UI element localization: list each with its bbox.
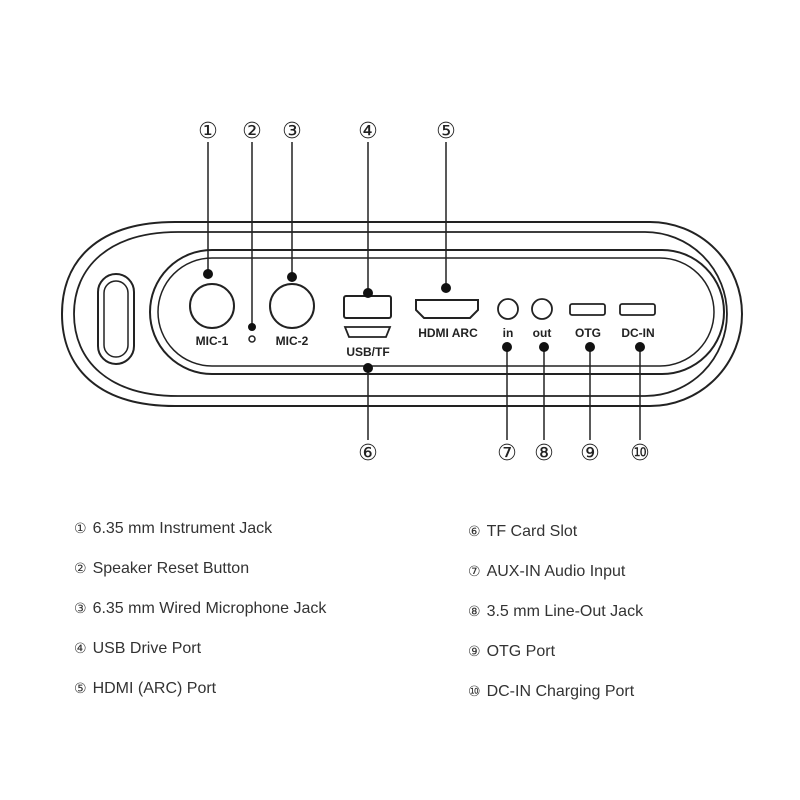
callout-10: ⑩: [630, 441, 650, 466]
tf-slot: [343, 326, 392, 338]
label-hdmi: HDMI ARC: [418, 326, 478, 340]
legend-text: AUX-IN Audio Input: [486, 563, 626, 580]
legend-num: ③: [74, 601, 87, 617]
callout-4: ④: [358, 119, 378, 144]
line-out-jack: [531, 298, 553, 320]
legend-num: ④: [74, 641, 87, 657]
legend-num: ⑨: [468, 644, 481, 660]
legend-item-6: ⑥ TF Card Slot: [468, 523, 577, 541]
mic1-jack: [189, 283, 235, 329]
label-mic2: MIC-2: [276, 334, 309, 348]
mic2-jack: [269, 283, 315, 329]
legend-text: TF Card Slot: [486, 523, 578, 540]
legend-item-4: ④ USB Drive Port: [74, 640, 201, 658]
legend-item-2: ② Speaker Reset Button: [74, 560, 249, 578]
legend-item-1: ① 6.35 mm Instrument Jack: [74, 520, 272, 538]
legend-text: Speaker Reset Button: [92, 560, 250, 577]
legend-item-9: ⑨ OTG Port: [468, 643, 555, 661]
usb-port: [343, 295, 392, 319]
legend-num: ⑧: [468, 604, 481, 620]
legend-num: ⑦: [468, 564, 481, 580]
port-panel-inner: [157, 257, 715, 367]
legend-item-7: ⑦ AUX-IN Audio Input: [468, 563, 625, 581]
leader-lines: [203, 142, 645, 440]
strap-slot: [97, 273, 135, 365]
legend-num: ⑥: [468, 524, 481, 540]
legend-text: 6.35 mm Wired Microphone Jack: [92, 600, 327, 617]
legend-item-10: ⑩ DC-IN Charging Port: [468, 683, 634, 701]
callout-8: ⑧: [534, 441, 554, 466]
legend-item-8: ⑧ 3.5 mm Line-Out Jack: [468, 603, 643, 621]
otg-port: [569, 303, 606, 316]
port-panel: [149, 249, 725, 375]
hdmi-port: [415, 299, 479, 319]
legend-text: DC-IN Charging Port: [486, 683, 635, 700]
label-out: out: [533, 326, 552, 340]
callout-1: ①: [198, 119, 218, 144]
label-otg: OTG: [575, 326, 601, 340]
legend-item-3: ③ 6.35 mm Wired Microphone Jack: [74, 600, 326, 618]
reset-button: [248, 335, 256, 343]
label-in: in: [503, 326, 514, 340]
legend-text: 6.35 mm Instrument Jack: [92, 520, 273, 537]
callout-7: ⑦: [497, 441, 517, 466]
legend-item-5: ⑤ HDMI (ARC) Port: [74, 680, 216, 698]
callout-5: ⑤: [436, 119, 456, 144]
legend-text: HDMI (ARC) Port: [92, 680, 217, 697]
callout-9: ⑨: [580, 441, 600, 466]
legend-text: 3.5 mm Line-Out Jack: [486, 603, 644, 620]
label-dcin: DC-IN: [621, 326, 654, 340]
aux-in-jack: [497, 298, 519, 320]
dcin-port: [619, 303, 656, 316]
label-mic1: MIC-1: [196, 334, 229, 348]
strap-slot-inner: [103, 280, 129, 358]
label-usb-tf: USB/TF: [346, 345, 389, 359]
legend-num: ②: [74, 561, 87, 577]
legend-text: USB Drive Port: [92, 640, 202, 657]
callout-3: ③: [282, 119, 302, 144]
legend-text: OTG Port: [486, 643, 556, 660]
speaker-body-inner-outline: [73, 231, 728, 397]
legend-num: ⑩: [468, 684, 481, 700]
legend-num: ⑤: [74, 681, 87, 697]
callout-6: ⑥: [358, 441, 378, 466]
legend-num: ①: [74, 521, 87, 537]
speaker-body-outline: [60, 221, 743, 407]
callout-2: ②: [242, 119, 262, 144]
